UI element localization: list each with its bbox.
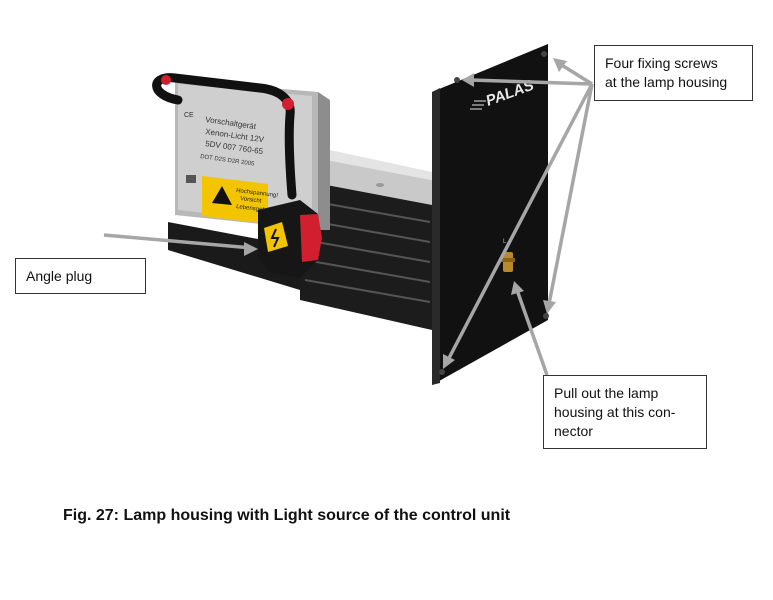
warning-triangle-icon	[212, 186, 232, 205]
figure-caption: Fig. 27: Lamp housing with Light source …	[63, 507, 511, 524]
panel-connector-label: L	[503, 239, 507, 245]
base-plate	[168, 222, 300, 290]
angle-plug	[258, 200, 322, 278]
fixing-screw-top-left	[454, 77, 460, 83]
warning-line-3: Lebensgefahr	[236, 204, 273, 214]
callout-fixing-screws: Four fixing screws at the lamp housing	[594, 45, 753, 101]
warning-sticker	[202, 176, 268, 224]
ce-mark: CE	[184, 112, 194, 119]
fixing-screw-bottom-left	[439, 369, 445, 375]
callout-connector: Pull out the lamp housing at this con- n…	[543, 375, 707, 449]
fixing-screw-bottom-right	[543, 313, 549, 319]
heatsink	[300, 150, 432, 330]
warning-line-2: Vorsicht	[240, 196, 262, 205]
callout-angle-plug: Angle plug	[15, 258, 146, 294]
fixing-screw-top-right	[541, 51, 547, 57]
warning-line-1: Hochspannung!	[236, 188, 279, 199]
callout-arrows	[103, 58, 594, 376]
ballast-unit: Hochspannung! Vorsicht Lebensgefahr Vors…	[175, 80, 330, 230]
power-cable	[152, 73, 297, 200]
